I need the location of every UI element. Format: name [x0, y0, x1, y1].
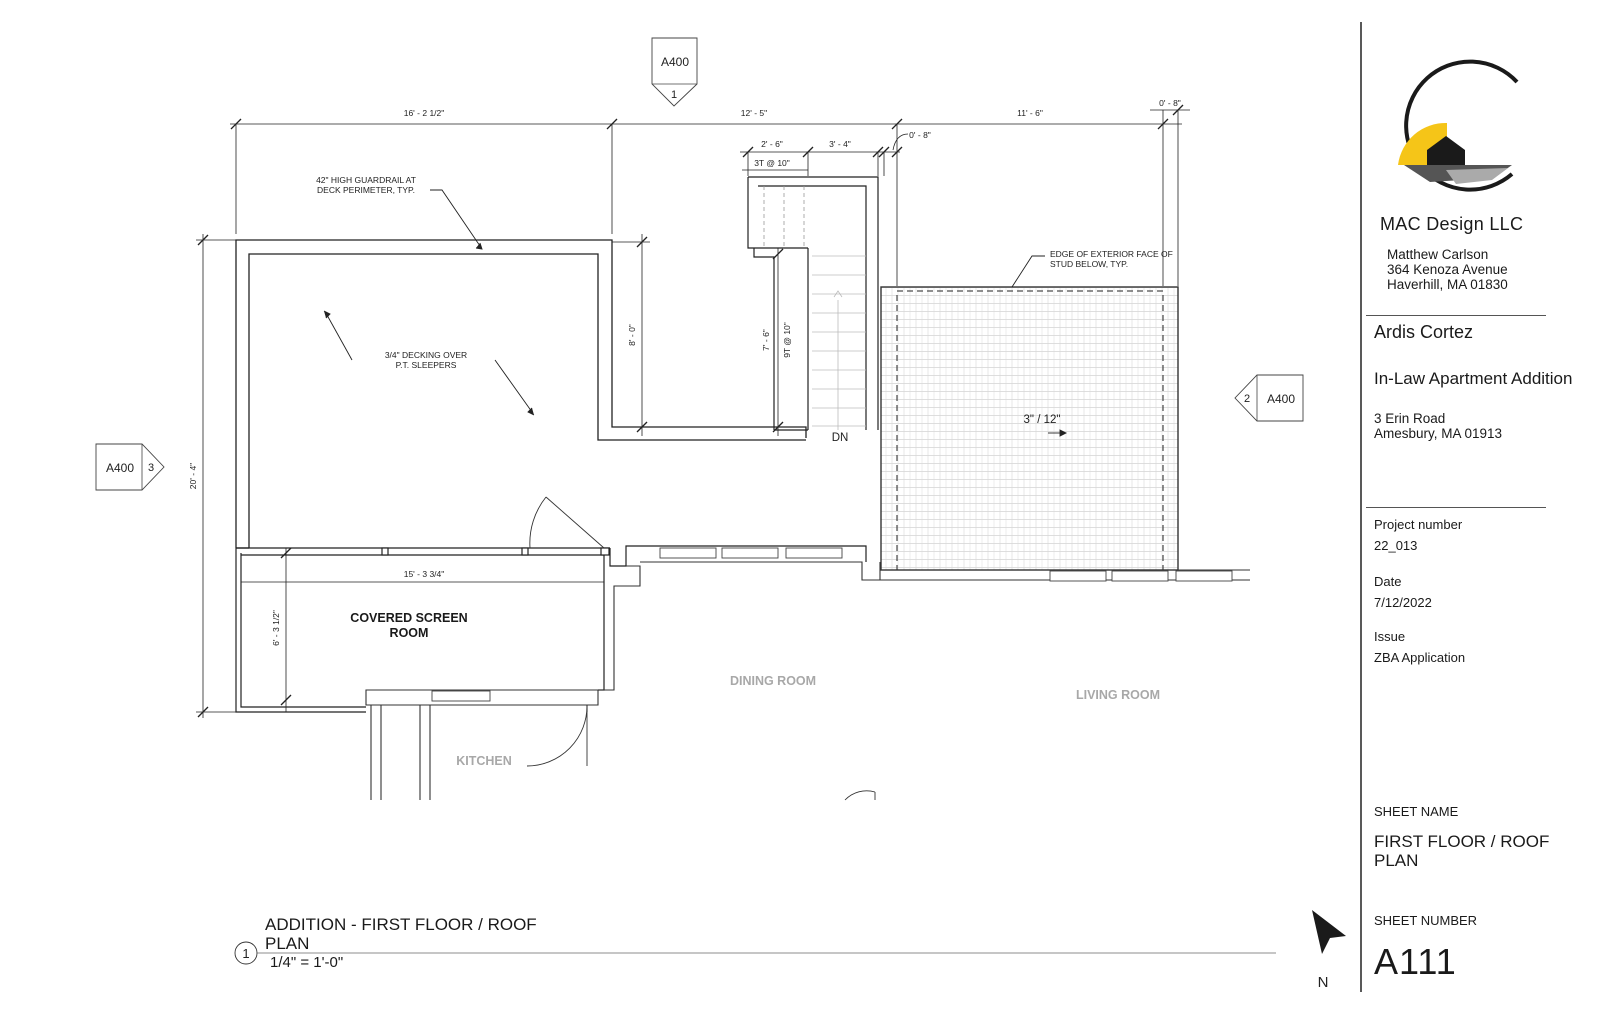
dim-deck-depth: 20' - 4" [188, 463, 198, 489]
sheet-name-label: SHEET NAME [1374, 804, 1459, 819]
room-label-dining: DINING ROOM [730, 674, 816, 688]
project-city: Amesbury, MA 01913 [1374, 426, 1503, 441]
dim-notch-depth: 8' - 0" [627, 324, 637, 346]
room-label-screen-line2: ROOM [390, 626, 429, 640]
annotations: 42" HIGH GUARDRAIL AT DECK PERIMETER, TY… [316, 175, 1173, 444]
marker-right-sheet: A400 [1267, 392, 1295, 406]
stair-down-label: DN [832, 432, 849, 444]
sheet-number-label: SHEET NUMBER [1374, 913, 1478, 928]
project-street: 3 Erin Road [1374, 411, 1446, 426]
date-label: Date [1374, 574, 1402, 589]
dim-deck-width: 16' - 2 1/2" [404, 108, 445, 118]
note-decking-line1: 3/4" DECKING OVER [385, 350, 467, 360]
drawing-scale: 1/4" = 1'-0" [270, 954, 344, 971]
title-block-divider [1366, 315, 1546, 316]
section-marker-left: A400 3 [95, 443, 165, 491]
firm-street: 364 Kenoza Avenue [1387, 262, 1508, 277]
issue-value: ZBA Application [1374, 650, 1466, 665]
dim-screen-depth: 6' - 3 1/2" [271, 610, 281, 646]
drawing-title-mark: 1 [234, 941, 1276, 965]
exterior-stair [747, 176, 879, 431]
section-marker-right: 2 A400 [1234, 374, 1304, 422]
dim-screen-width: 15' - 3 3/4" [404, 569, 445, 579]
north-arrow-icon: N [1312, 910, 1346, 991]
roof-slope-label: 3" / 12" [1024, 414, 1061, 426]
marker-top-sheet: A400 [661, 55, 689, 69]
marker-left-num: 3 [148, 462, 154, 474]
note-stud-edge-line1: EDGE OF EXTERIOR FACE OF [1050, 249, 1173, 259]
client-name: Ardis Cortez [1374, 322, 1474, 342]
note-guardrail-line2: DECK PERIMETER, TYP. [317, 185, 415, 195]
drawing-title: ADDITION - FIRST FLOOR / ROOF PLAN [265, 915, 537, 953]
doors [526, 496, 876, 801]
dimension-texts: 16' - 2 1/2" 12' - 5" 11' - 6" 0' - 8" 2… [188, 98, 1181, 646]
note-decking-line2: P.T. SLEEPERS [396, 360, 457, 370]
north-label: N [1318, 974, 1329, 991]
title-block: MAC Design LLC Matthew Carlson 364 Kenoz… [1360, 0, 1600, 1036]
dim-offset-right: 0' - 8" [1159, 98, 1181, 108]
project-name: In-Law Apartment Addition [1374, 369, 1573, 388]
room-label-kitchen: KITCHEN [456, 754, 512, 768]
dim-offset-stair: 0' - 8" [909, 130, 931, 140]
date-value: 7/12/2022 [1374, 595, 1432, 610]
roof-area [880, 286, 1179, 571]
section-marker-top: A400 1 [651, 37, 698, 107]
deck-guardrail [235, 239, 807, 549]
dimension-lines [196, 104, 1190, 718]
marker-right-num: 2 [1244, 393, 1250, 405]
issue-label: Issue [1374, 629, 1406, 644]
dim-roof-width: 11' - 6" [1017, 108, 1043, 118]
dim-stair-width: 3' - 4" [829, 139, 851, 149]
dim-stair-run: 12' - 5" [741, 108, 767, 118]
drawing-number: 1 [242, 946, 249, 961]
room-label-screen-line1: COVERED SCREEN [350, 611, 467, 625]
marker-top-num: 1 [671, 89, 677, 101]
note-stud-edge-line2: STUD BELOW, TYP. [1050, 259, 1128, 269]
room-label-living: LIVING ROOM [1076, 688, 1160, 702]
firm-name: MAC Design LLC [1380, 214, 1524, 234]
marker-left-sheet: A400 [106, 461, 134, 475]
dim-upper-treads: 3T @ 10" [754, 158, 790, 168]
windows [431, 547, 1233, 702]
sheet-number: A111 [1374, 941, 1457, 982]
screen-room-walls [235, 545, 867, 713]
dim-stair-length: 7' - 6" [761, 329, 771, 351]
project-number: 22_013 [1374, 538, 1418, 553]
firm-logo [1398, 59, 1519, 192]
firm-person: Matthew Carlson [1387, 247, 1489, 262]
title-block-divider [1366, 507, 1546, 508]
sheet-name: FIRST FLOOR / ROOF PLAN [1374, 832, 1550, 870]
firm-city: Haverhill, MA 01830 [1387, 277, 1508, 292]
note-guardrail-line1: 42" HIGH GUARDRAIL AT [316, 175, 416, 185]
dim-landing: 2' - 6" [761, 139, 783, 149]
project-number-label: Project number [1374, 517, 1463, 532]
leader-lines [323, 189, 1068, 437]
dim-lower-treads: 9T @ 10" [782, 322, 792, 358]
